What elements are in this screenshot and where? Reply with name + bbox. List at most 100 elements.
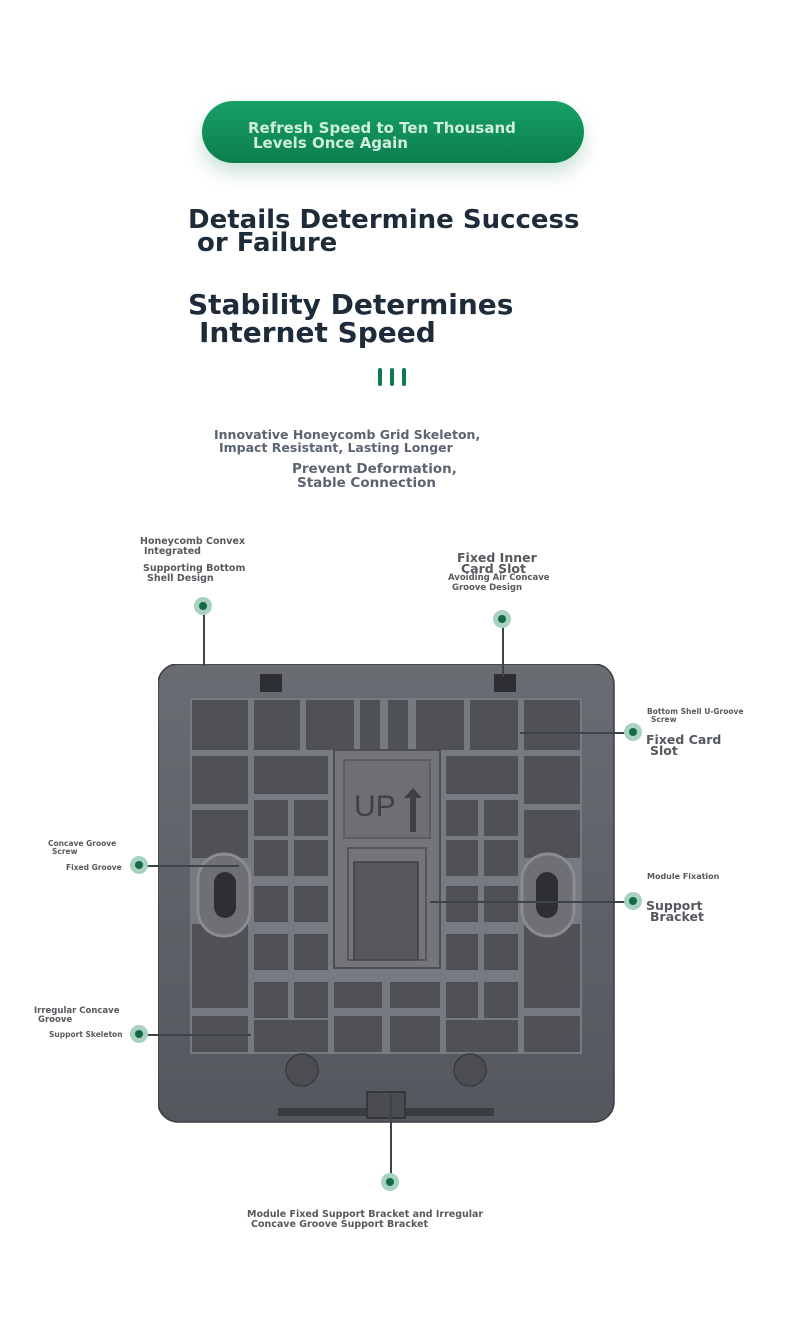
callout-fixed-groove-desc: Concave Groove Screw: [48, 840, 116, 856]
callout-inner-slot-title: Fixed Inner Card Slot: [457, 550, 537, 576]
grid-cell: [306, 700, 354, 750]
right-screw-icon: [453, 1053, 487, 1087]
grid-cell: [470, 700, 518, 750]
callout-dot-support-skeleton: [130, 1025, 148, 1043]
leader-line-fixed-groove: [139, 865, 239, 867]
grid-cell: [254, 756, 328, 794]
callout-card-slot-desc: Bottom Shell U-Groove Screw: [647, 708, 744, 724]
grid-cell: [294, 886, 328, 922]
subtitle-honeycomb-line-2: Impact Resistant, Lasting Longer: [219, 439, 453, 455]
callout-support-skeleton-desc-1: Irregular Concave: [34, 1006, 120, 1016]
grid-cell: [484, 840, 518, 876]
leader-line-card-slot: [520, 732, 633, 734]
banner-line-1: Refresh Speed to Ten Thousand: [248, 119, 516, 137]
callout-card-slot-title-1: Fixed Card: [646, 732, 722, 747]
callout-honeycomb-desc-1: Supporting Bottom: [143, 563, 246, 574]
grid-cell: [192, 756, 248, 804]
grid-cell: [446, 934, 478, 970]
callout-inner-slot-desc: Avoiding Air Concave Groove Design: [448, 573, 550, 593]
grid-cell: [484, 800, 518, 836]
callout-support-skeleton-desc: Irregular Concave Groove: [34, 1007, 119, 1025]
callout-card-slot-desc-1: Bottom Shell U-Groove: [647, 707, 744, 716]
grid-cell: [390, 982, 440, 1008]
grid-cell: [446, 840, 478, 876]
callout-fixed-groove-desc-1: Concave Groove: [48, 839, 117, 848]
leader-line-support-bracket: [430, 901, 633, 903]
callout-honeycomb-desc: Supporting Bottom Shell Design: [143, 564, 245, 583]
grid-cell: [254, 886, 288, 922]
callout-support-bracket-title: Support Bracket: [646, 898, 704, 924]
subtitle-honeycomb-line-1: Innovative Honeycomb Grid Skeleton,: [214, 427, 481, 442]
center-card-slot: UP: [333, 749, 441, 969]
subtitle-deformation-line-2: Stable Connection: [297, 474, 436, 491]
grid-cell: [390, 1016, 440, 1052]
callout-support-skeleton-desc-2: Groove: [38, 1015, 73, 1025]
callout-dot-card-slot: [624, 723, 642, 741]
callout-inner-slot-title-2: Card Slot: [461, 560, 526, 576]
headline-stability-line-1: Stability Determines: [188, 288, 514, 321]
grid-cell: [524, 756, 580, 804]
callout-dot-fixed-groove: [130, 856, 148, 874]
subtitle-deformation: Prevent Deformation, Stable Connection: [292, 461, 457, 491]
callout-fixed-groove-title: Fixed Groove: [66, 863, 122, 872]
grid-cell: [254, 982, 288, 1018]
grid-cell: [446, 886, 478, 922]
banner-pill: Refresh Speed to Ten Thousand Levels Onc…: [202, 101, 584, 163]
banner-line-2: Levels Once Again: [253, 134, 408, 152]
grid-cell: [294, 934, 328, 970]
callout-honeycomb-title-2: Integrated: [144, 545, 201, 557]
up-arrow-icon: [404, 788, 422, 832]
callout-card-slot-title-2: Slot: [650, 742, 678, 758]
grid-cell: [446, 982, 478, 1018]
headline-details-line-1: Details Determine Success: [188, 205, 580, 235]
grid-cell: [192, 700, 248, 750]
grid-cell: [254, 1020, 328, 1052]
leader-line-honeycomb: [203, 606, 205, 666]
grid-cell: [524, 700, 580, 750]
callout-dot-inner-slot: [493, 610, 511, 628]
grid-cell: [334, 982, 382, 1008]
grid-cell: [446, 800, 478, 836]
grid-cell: [294, 840, 328, 876]
grid-cell: [360, 700, 380, 750]
grid-cell: [254, 800, 288, 836]
left-u-groove: [196, 852, 252, 938]
callout-bottom-line-2: Concave Groove Support Bracket: [251, 1218, 429, 1230]
callout-support-bracket-desc: Module Fixation: [647, 872, 720, 881]
grid-cell: [254, 934, 288, 970]
grid-cell: [484, 886, 518, 922]
grid-cell: [524, 810, 580, 858]
grid-cell: [192, 810, 248, 858]
headline-stability-line-2: Internet Speed: [199, 316, 436, 349]
grid-cell: [294, 982, 328, 1018]
up-text: UP: [354, 790, 396, 823]
callout-inner-slot-title-1: Fixed Inner: [457, 550, 537, 565]
callout-inner-slot-desc-2: Groove Design: [452, 582, 523, 593]
callout-bottom-text: Module Fixed Support Bracket and Irregul…: [247, 1210, 483, 1229]
callout-support-bracket-title-2: Bracket: [650, 908, 704, 924]
callout-inner-slot-desc-1: Avoiding Air Concave: [448, 573, 550, 583]
subtitle-deformation-line-1: Prevent Deformation,: [292, 461, 457, 477]
headline-stability: Stability Determines Internet Speed: [188, 291, 513, 347]
grid-cell: [388, 700, 408, 750]
callout-support-bracket-title-1: Support: [646, 898, 703, 913]
grid-cell: [524, 1016, 580, 1052]
callout-honeycomb-desc-2: Shell Design: [147, 572, 214, 584]
grid-cell: [254, 840, 288, 876]
callout-card-slot-desc-2: Screw: [651, 715, 677, 724]
leader-line-bottom: [390, 1094, 392, 1182]
leader-line-inner-slot: [502, 619, 504, 677]
grid-cell: [254, 700, 300, 750]
callout-dot-support-bracket: [624, 892, 642, 910]
subtitle-honeycomb: Innovative Honeycomb Grid Skeleton, Impa…: [214, 427, 481, 455]
callout-support-skeleton-title: Support Skeleton: [49, 1030, 123, 1039]
callout-card-slot-title: Fixed Card Slot: [646, 732, 722, 758]
grid-cell: [524, 960, 580, 1008]
callout-fixed-groove-desc-2: Screw: [52, 847, 78, 856]
bottom-shell-panel: UP: [158, 664, 615, 1123]
callout-honeycomb-title-1: Honeycomb Convex: [140, 536, 246, 547]
grid-cell: [446, 756, 518, 794]
left-screw-icon: [285, 1053, 319, 1087]
leader-line-support-skeleton: [139, 1034, 251, 1036]
right-u-groove: [520, 852, 576, 938]
